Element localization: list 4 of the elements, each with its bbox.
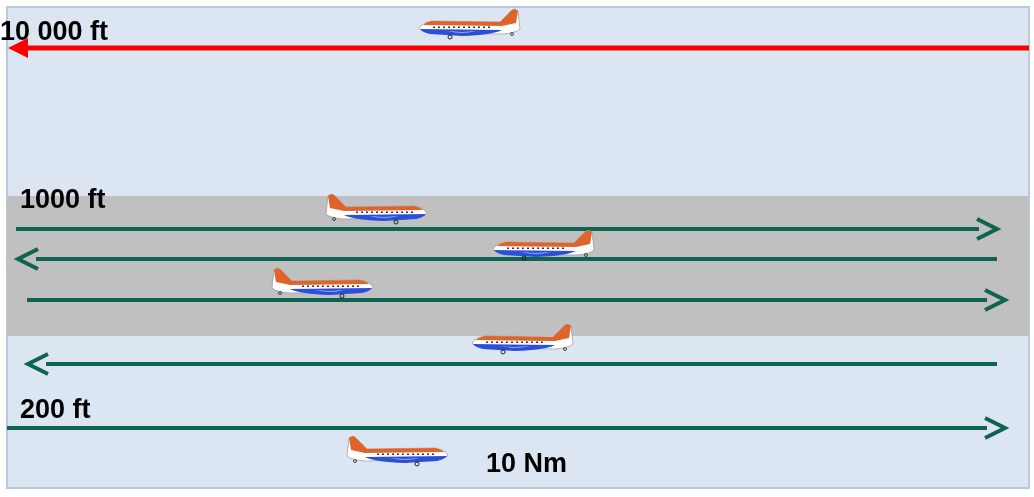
altitude-label: 1000 ft xyxy=(20,186,106,213)
altitude-label: 200 ft xyxy=(20,396,91,423)
distance-label: 10 Nm xyxy=(486,450,568,477)
altitude-label: 10 000 ft xyxy=(0,18,109,45)
